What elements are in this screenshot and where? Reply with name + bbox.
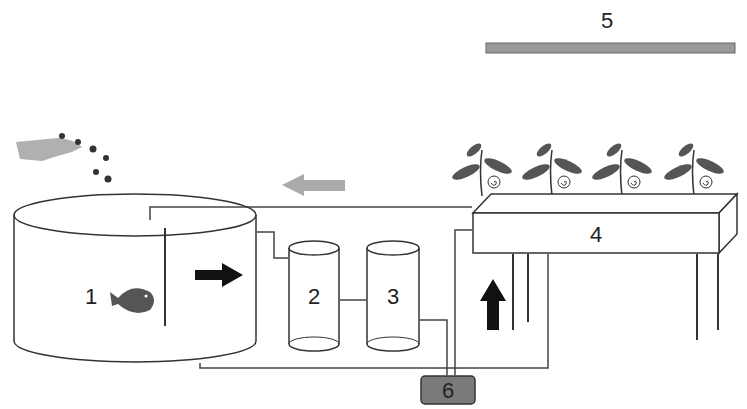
feeding-hand <box>16 138 82 161</box>
fish-tank-outline <box>13 193 257 363</box>
callout-number: 5 <box>601 10 613 32</box>
filter-tank: 2 <box>288 240 340 352</box>
pipe <box>455 230 472 375</box>
bed-legs <box>513 254 718 340</box>
plant <box>662 141 725 196</box>
callout-number: 6 <box>442 380 454 402</box>
pipe <box>150 207 472 220</box>
callout-number: 3 <box>387 286 399 308</box>
plant <box>590 141 653 196</box>
grow-bed: 4 <box>472 193 738 254</box>
plant <box>450 141 513 196</box>
grow-bed-outline <box>472 193 738 254</box>
grow-lamp <box>486 43 735 53</box>
fish <box>110 288 154 313</box>
callout-number: 1 <box>85 286 97 308</box>
pipe <box>340 299 366 301</box>
flow-arrow <box>480 279 506 330</box>
flow-arrow <box>282 174 345 196</box>
pipe <box>257 232 288 258</box>
callout-number: 2 <box>308 286 320 308</box>
filter-tank: 3 <box>366 240 420 352</box>
plant <box>520 141 583 196</box>
pipe <box>420 320 447 375</box>
flow-arrow <box>195 263 243 287</box>
pump-box: 6 <box>420 375 476 405</box>
tank-divider <box>164 228 166 326</box>
plants <box>450 141 725 196</box>
callout-number: 4 <box>590 224 602 246</box>
feed-pellets <box>59 133 112 183</box>
fish-tank: 1 <box>13 193 257 363</box>
